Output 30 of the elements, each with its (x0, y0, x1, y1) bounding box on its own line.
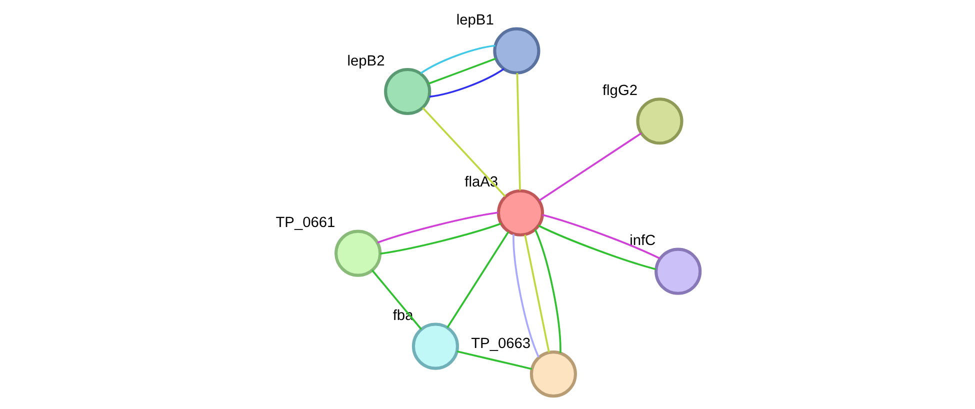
connector (420, 44, 496, 74)
connector (538, 224, 656, 270)
connector (377, 212, 498, 244)
connector (512, 234, 540, 358)
node-label: lepB1 (456, 12, 494, 29)
node-circle (654, 248, 702, 295)
connector (446, 231, 510, 328)
node-circle (334, 230, 382, 277)
node-circle (493, 27, 540, 74)
node-label: infC (630, 233, 656, 250)
connector (538, 132, 642, 202)
connector (422, 107, 506, 197)
connector (524, 234, 550, 353)
node-circle (412, 322, 460, 370)
node-circle (636, 98, 684, 145)
node-circle (384, 68, 432, 116)
node-label: flgG2 (602, 82, 638, 99)
node-circle (530, 350, 577, 398)
connector (371, 270, 422, 330)
connector (456, 350, 532, 370)
node-label: TP_0661 (276, 215, 336, 232)
connector (380, 222, 502, 255)
node-label: lepB2 (347, 53, 385, 70)
node-circle (496, 189, 544, 236)
connector (428, 58, 496, 85)
connector (429, 68, 504, 98)
node-label: TP_0663 (471, 336, 531, 352)
connector (542, 214, 660, 260)
connector (534, 228, 562, 354)
connector (516, 73, 521, 190)
